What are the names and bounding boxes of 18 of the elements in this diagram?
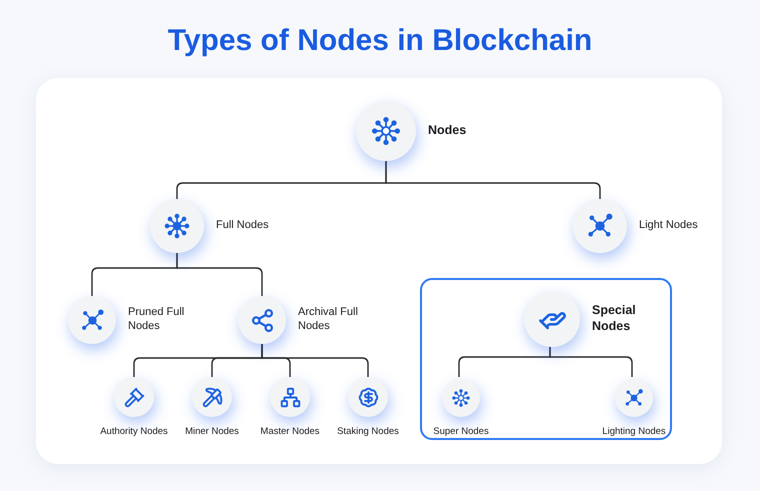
node-label: Lighting Nodes	[602, 425, 666, 439]
node-label: Miner Nodes	[185, 425, 239, 439]
node-label: Archival Full Nodes	[298, 306, 359, 334]
node-label: Full Nodes	[216, 219, 270, 233]
node-label: Authority Nodes	[100, 425, 168, 439]
connector-line	[261, 344, 369, 377]
node-label: Master Nodes	[260, 425, 320, 439]
title: Types of Nodes in Blockchain	[166, 23, 594, 59]
group-frame	[420, 278, 672, 440]
node-label: Nodes	[428, 123, 468, 139]
node-label: Staking Nodes	[337, 425, 399, 439]
node-label: Light Nodes	[639, 219, 699, 233]
connector-line	[176, 253, 263, 296]
node-label: Pruned Full Nodes	[128, 306, 186, 334]
connector-line	[385, 161, 601, 199]
node-label: Super Nodes	[433, 425, 489, 439]
node-label: Special Nodes	[592, 303, 637, 335]
connector-line	[549, 345, 633, 377]
